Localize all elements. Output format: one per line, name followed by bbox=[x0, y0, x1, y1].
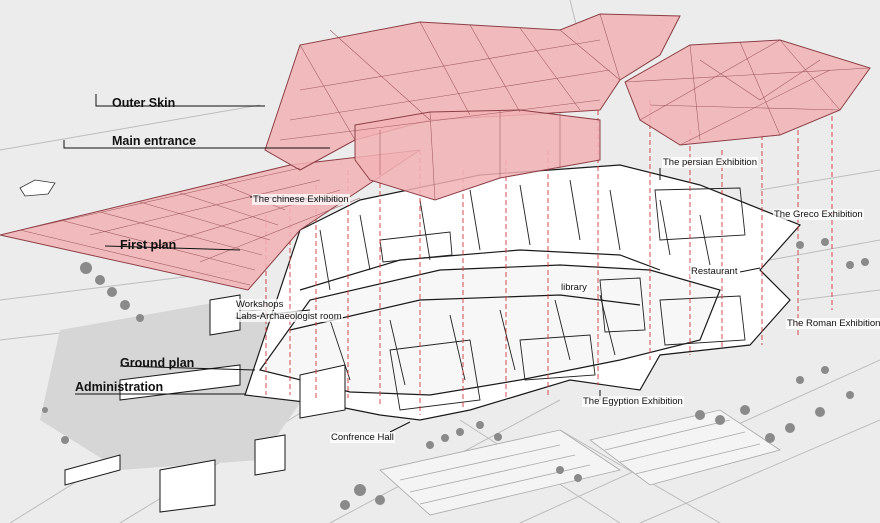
label-administration: Administration bbox=[75, 380, 164, 394]
label-chinese-exhibition: The chinese Exhibition bbox=[252, 194, 350, 205]
label-labs-archaeologist-room: Labs-Archaeologist room bbox=[235, 311, 343, 322]
label-outer-skin: Outer Skin bbox=[112, 96, 176, 110]
label-roman-exhibition: The Roman Exhibition bbox=[786, 318, 880, 329]
trees bbox=[42, 238, 869, 510]
outer-skin-roof bbox=[0, 13, 871, 291]
label-library: library bbox=[560, 282, 588, 293]
label-ground-plan: Ground plan bbox=[120, 356, 195, 370]
label-egyption-exhibition: The Egyption Exhibition bbox=[582, 396, 684, 407]
label-first-plan: First plan bbox=[120, 238, 177, 252]
roof-box bbox=[354, 109, 601, 201]
label-persian-exhibition: The persian Exhibition bbox=[662, 157, 758, 168]
first-plan-slab bbox=[0, 149, 421, 291]
floor-slabs bbox=[244, 164, 802, 421]
label-workshops: Workshops bbox=[235, 299, 285, 310]
label-restaurant: Restaurant bbox=[690, 266, 739, 277]
roof-grid bbox=[19, 13, 871, 286]
label-main-entrance: Main entrance bbox=[112, 134, 197, 148]
label-conference-hall: Confrence Hall bbox=[330, 432, 395, 443]
site-object bbox=[19, 179, 56, 197]
interior-walls bbox=[319, 179, 746, 411]
label-greco-exhibition: The Greco Exhibition bbox=[773, 209, 864, 220]
parking-lot bbox=[379, 409, 781, 516]
ground-buildings bbox=[64, 294, 346, 513]
roof-dome bbox=[624, 39, 871, 146]
